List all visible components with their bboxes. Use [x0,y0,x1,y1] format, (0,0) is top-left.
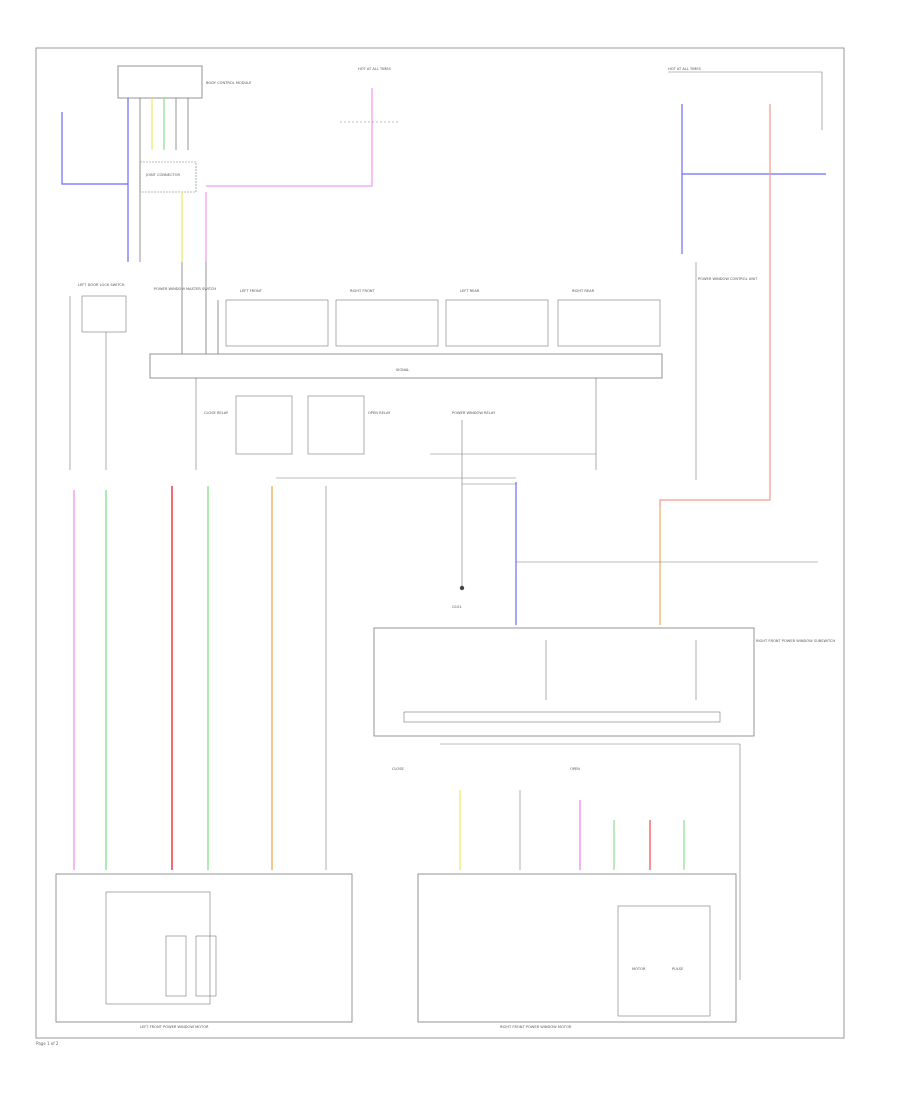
right-motor-block [417,873,737,1023]
wire-blue-right [681,104,826,254]
side-note-label: POWER WINDOW CONTROL UNIT [698,277,758,281]
open-relay-label: OPEN RELAY [368,411,391,415]
left-door-switch-label: LEFT DOOR LOCK SWITCH [78,283,125,287]
wire-blue-left [61,112,128,185]
joint-connector [139,161,197,193]
switch-right-rear [557,299,661,347]
switch-lr-label: LEFT REAR [460,289,480,293]
joint-connector-label: JOINT CONNECTOR [145,173,180,177]
right-motor-inner [617,905,711,1017]
master-switch-bus [149,353,663,379]
relay-wires [195,378,597,590]
switch-right-front [335,299,439,347]
switch-rr-label: RIGHT REAR [572,289,595,293]
left-door-switch [81,295,127,333]
left-motor-inner [105,891,211,1005]
open-relay [307,395,365,455]
left-motor-unit-b [195,935,217,997]
fuse-top-label: HOT AT ALL TIMES [358,67,392,71]
right-motor-b-label: PULSE [672,967,684,971]
close-relay-label: CLOSE RELAY [204,411,229,415]
switch-rf-label: RIGHT FRONT [350,289,375,293]
bcm-label: BODY CONTROL MODULE [206,81,252,85]
page-footer: Page 1 of 2 [36,1041,59,1046]
pw-relay-label: POWER WINDOW RELAY [452,411,496,415]
right-motor-label: RIGHT FRONT POWER WINDOW MOTOR [500,1025,572,1029]
left-motor-unit-a [165,935,187,997]
right-close-label: CLOSE [392,767,404,771]
bus-label: SIGNAL [396,368,409,372]
right-open-label: OPEN [570,767,580,771]
left-motor-block [55,873,353,1023]
switch-left-front [225,299,329,347]
ground-point [459,585,465,591]
diagram-frame [35,47,845,1039]
switch-lf-label: LEFT FRONT [240,289,263,293]
wire-pink-top [206,88,373,187]
bcm-block [117,65,203,99]
subswitch-bus [403,711,721,723]
switch-left-rear [445,299,549,347]
cross-wires [276,477,516,485]
right-subswitch [373,627,755,737]
left-motor-label: LEFT FRONT POWER WINDOW MOTOR [140,1025,209,1029]
subswitch-internal [545,640,697,700]
right-subswitch-label: RIGHT FRONT POWER WINDOW SUBSWITCH [756,639,836,643]
left-door-switch-wires [69,296,107,470]
close-relay [235,395,293,455]
fuse-top-right-label: HOT AT ALL TIMES [668,67,702,71]
lower-right-bus [440,743,741,980]
right-motor-a-label: MOTOR [632,967,646,971]
ground-label: G101 [452,605,462,609]
master-switch-label: POWER WINDOW MASTER SWITCH [154,287,216,291]
bus-feed-wires [181,262,219,354]
fuse-right-frame [668,71,823,130]
wire-salmon-right [659,104,771,508]
